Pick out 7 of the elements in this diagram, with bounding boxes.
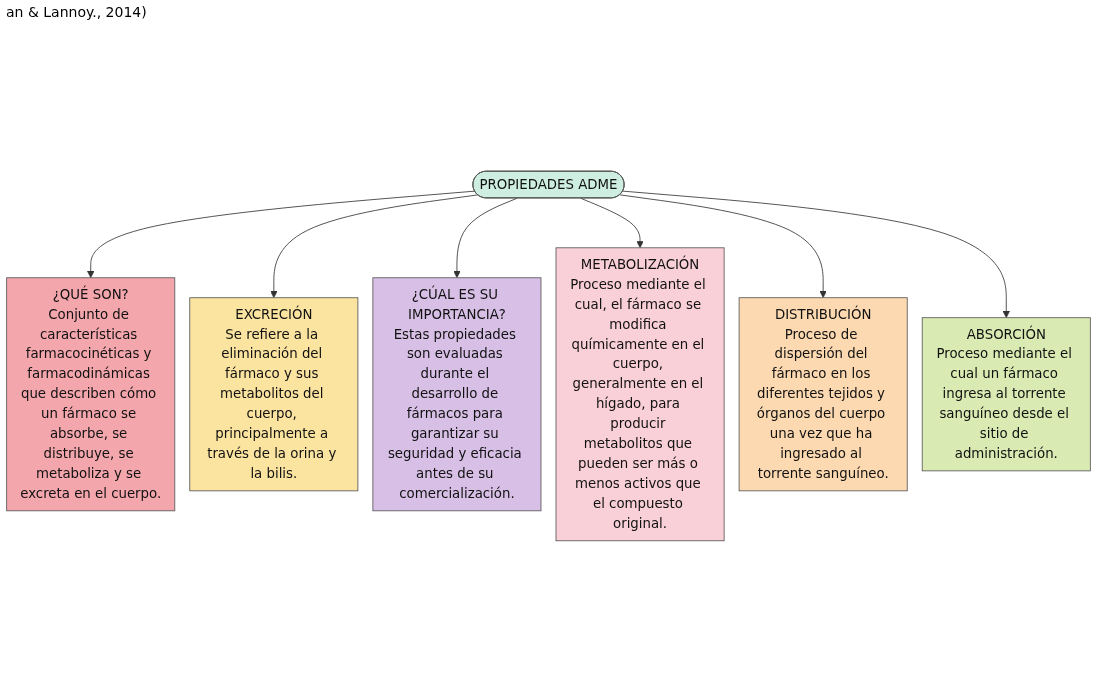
node-box: ¿QUÉ SON? Conjunto de características farmacocinéticas y farmacodinámicas que describen cómo un fármaco se absorbe, se distribuye, se metaboliza y se excreta en el cuerpo. xyxy=(6,277,176,512)
node-box: METABOLIZACIÓN Proceso mediante el cual, el fármaco se modifica químicamente en el cuerpo, generalmente en el hígado, para producir metabolitos que pueden ser más o menos activos que el compuesto original. xyxy=(555,247,725,542)
citation-text: an & Lannoy., 2014) xyxy=(6,4,147,20)
node-box: EXCRECIÓN Se refiere a la eliminación del fármaco y sus metabolitos del cuerpo, principalmente a través de la orina y la bilis. xyxy=(189,297,359,492)
node-box: ¿CÚAL ES SU IMPORTANCIA? Estas propiedades son evaluadas durante el desarrollo de fármacos para garantizar su seguridad y eficacia antes de su comercialización. xyxy=(372,277,542,512)
node-box: ABSORCIÓN Proceso mediante el cual un fármaco ingresa al torrente sanguíneo desde el sitio de administración. xyxy=(921,317,1091,472)
node-box: DISTRIBUCIÓN Proceso de dispersión del fármaco en los diferentes tejidos y órganos del cuerpo una vez que ha ingresado al torrente sanguíneo. xyxy=(738,297,908,492)
